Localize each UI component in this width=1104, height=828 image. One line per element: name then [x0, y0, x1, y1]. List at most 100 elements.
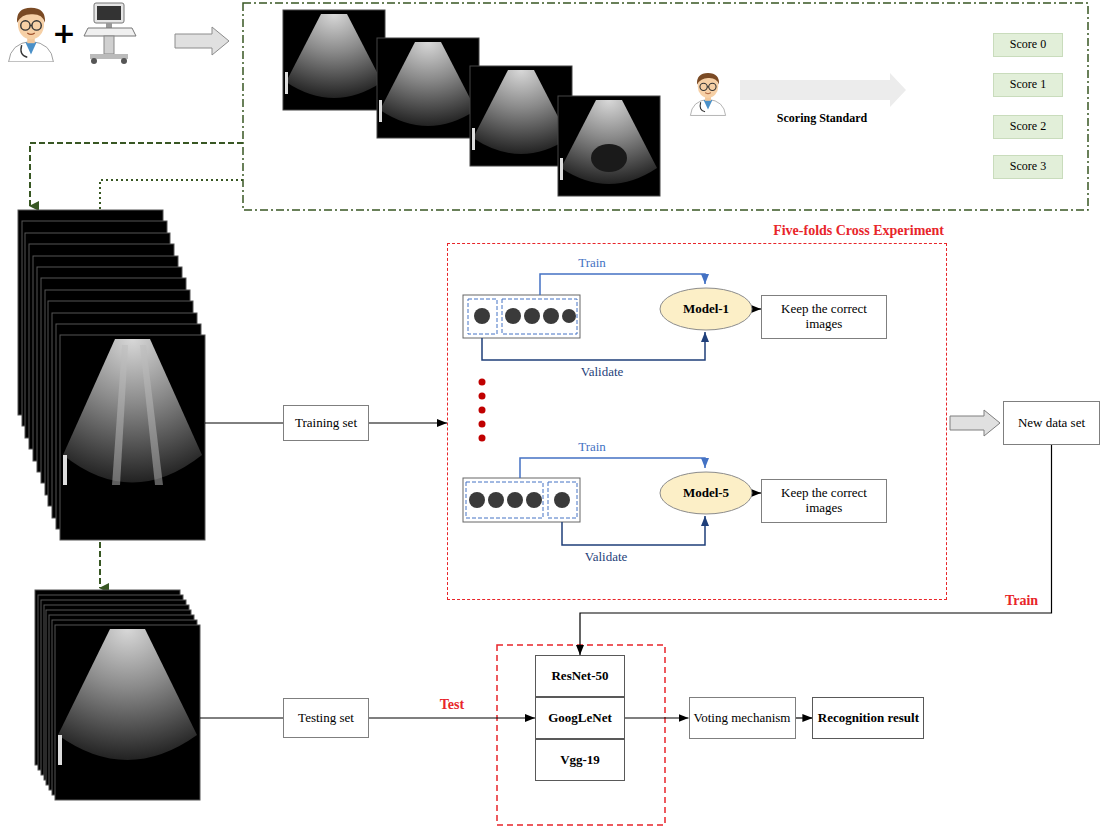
fold-partition: [543, 308, 559, 324]
testing-image-stack: [58, 629, 197, 760]
node-text: Recognition result: [818, 711, 919, 726]
fold-partition: [524, 308, 540, 324]
ultrasound-frames: [283, 10, 385, 110]
ultrasound-frames: [470, 66, 572, 166]
flow-arrow: [369, 422, 447, 423]
process-box: Keep the correct images: [761, 479, 887, 523]
ultrasound-frames: [283, 10, 660, 196]
score-box: Score 1: [993, 73, 1063, 97]
training-image-stack: [63, 455, 67, 485]
ultrasound-frames: [558, 96, 660, 196]
network-box: Vgg-19: [535, 739, 625, 781]
node-text: Vgg-19: [560, 753, 600, 768]
fold-partition: [562, 309, 576, 323]
ultrasound-machine-icon: [84, 3, 136, 64]
score-box: Score 2: [993, 115, 1063, 139]
process-box: New data set: [1003, 401, 1100, 445]
model-ellipse: Model-5: [659, 471, 753, 515]
node-text: Score 3: [1010, 160, 1046, 174]
testing-image-stack: [35, 590, 200, 800]
flow-label: Validate: [585, 549, 628, 565]
ellipsis-dots: [479, 435, 486, 442]
flow-arrow: [753, 308, 761, 309]
fold-partition: [554, 492, 570, 508]
doctor-icon: [690, 73, 725, 116]
data-flow-line: [100, 180, 243, 209]
ultrasound-machine-icon: [94, 3, 124, 23]
flow-arrow: [625, 717, 689, 718]
data-flow-arrow: [99, 542, 101, 588]
scoring-arrow: [740, 73, 906, 107]
training-image-stack: [60, 335, 205, 540]
ellipsis-dots: [479, 393, 486, 400]
training-image-stack: [112, 345, 128, 485]
edge-label: Test: [438, 697, 466, 713]
train-arrow: [520, 458, 705, 478]
process-box: Testing set: [283, 698, 369, 738]
flow-label: Train: [578, 439, 606, 455]
node-text: Score 2: [1010, 120, 1046, 134]
network-box: GoogLeNet: [535, 697, 625, 739]
ultrasound-frames: [560, 158, 563, 180]
node-text: Score 0: [1010, 38, 1046, 52]
training-image-stack: [63, 339, 202, 483]
ultrasound-frames: [472, 128, 475, 150]
training-image-stack: [140, 345, 163, 485]
node-text: ResNet-50: [551, 669, 608, 684]
fold-partition: [463, 295, 580, 338]
node-text: Testing set: [298, 711, 354, 726]
node-text: Voting mechanism: [694, 711, 791, 726]
model-ellipse: Model-1: [659, 287, 753, 331]
plus-sign: +: [52, 17, 75, 50]
ultrasound-frames: [377, 38, 479, 138]
block-arrow: [175, 27, 229, 55]
ellipsis-dots: [479, 379, 486, 442]
arrow-label: Scoring Standard: [777, 111, 867, 126]
flow-label: Train: [578, 255, 606, 271]
fold-partition: [488, 492, 504, 508]
ultrasound-machine-icon: [106, 23, 112, 28]
ultrasound-frames: [285, 72, 288, 94]
block-arrow: [950, 410, 1000, 436]
ellipsis-dots: [479, 407, 486, 414]
fold-partition: [469, 492, 485, 508]
score-box: Score 0: [993, 33, 1063, 57]
result-box: Recognition result: [812, 697, 924, 739]
flow-label: Validate: [581, 364, 624, 380]
process-box: Voting mechanism: [689, 697, 796, 739]
node-text: New data set: [1018, 416, 1085, 431]
flow-arrow: [580, 445, 1052, 655]
flow-arrow: [753, 492, 761, 493]
node-text: Model-5: [683, 486, 729, 501]
ultrasound-machine-icon: [90, 54, 128, 59]
node-text: Keep the correct images: [762, 302, 886, 332]
network-box: ResNet-50: [535, 655, 625, 697]
ultrasound-frames: [286, 14, 382, 98]
fold-partition: [507, 492, 523, 508]
node-text: GoogLeNet: [548, 711, 612, 726]
fold-partition: [466, 482, 543, 518]
node-text: Training set: [295, 416, 357, 431]
fold-partition: [526, 492, 542, 508]
doctor-icon: [9, 8, 54, 62]
experiment-group: Five-folds Cross ExperimentModel-1Keep t…: [447, 243, 947, 600]
fold-partition: [474, 308, 490, 324]
ultrasound-frames: [470, 66, 572, 166]
scoring-region: [243, 3, 1088, 210]
fold-partition: [463, 478, 580, 522]
validate-arrow: [482, 332, 705, 360]
fold-partition: [463, 478, 580, 522]
validate-arrow: [562, 516, 705, 545]
ultrasound-machine-icon: [84, 28, 136, 36]
training-image-stack: [60, 335, 205, 540]
edge-label: Train: [1003, 593, 1040, 609]
ultrasound-frames: [379, 100, 382, 122]
fold-partition: [463, 295, 580, 338]
ultrasound-machine-icon: [91, 58, 97, 64]
ellipse-outline: [660, 472, 752, 514]
node-text: Score 1: [1010, 78, 1046, 92]
ultrasound-frames: [380, 42, 476, 126]
